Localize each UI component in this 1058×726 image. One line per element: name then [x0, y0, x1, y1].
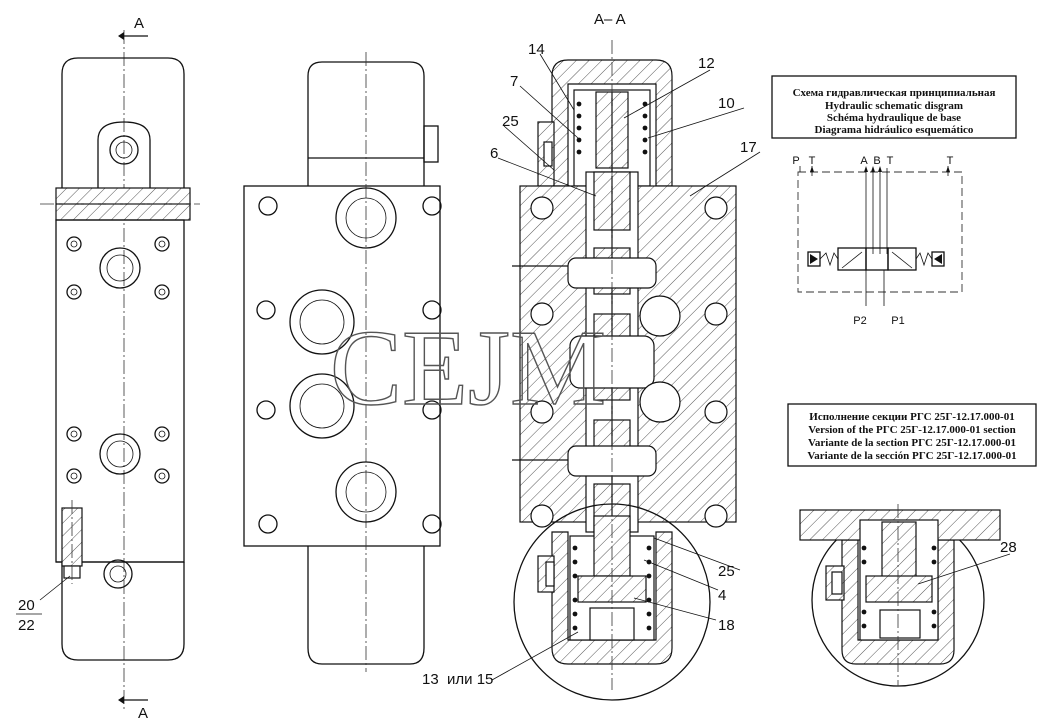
- callout-12: 12: [698, 55, 715, 72]
- callout-6: 6: [490, 145, 498, 162]
- section-mark-top: A: [134, 15, 144, 32]
- port-p-top: P: [792, 155, 799, 167]
- hydraulic-schematic: Схема гидравлическая принципиальная Hydr…: [771, 75, 1017, 327]
- port-p2: P2: [853, 315, 866, 327]
- version-line-3: Variante de la section РГС 25Г-12.17.000…: [808, 437, 1016, 449]
- side-view: [40, 30, 200, 712]
- section-view: [512, 40, 737, 701]
- schematic-title-box: [771, 75, 1017, 139]
- version-note: Исполнение секции РГС 25Г-12.17.000-01 V…: [787, 403, 1037, 467]
- callout-25-top: 25: [502, 113, 519, 130]
- port-t-right: T: [947, 155, 954, 167]
- version-line-2: Version of the РГС 25Г-12.17.000-01 sect…: [808, 424, 1015, 436]
- callout-28: 28: [1000, 539, 1017, 556]
- port-a: A: [860, 155, 868, 167]
- spring-coils-detail: [861, 545, 937, 629]
- callout-17: 17: [740, 139, 757, 156]
- callout-14: 14: [528, 41, 545, 58]
- port-p1: P1: [891, 315, 904, 327]
- front-view: [243, 52, 442, 672]
- spring-coils-top: [576, 101, 648, 155]
- leaders: [39, 53, 1011, 681]
- version-box: [787, 403, 1037, 467]
- callout-7: 7: [510, 73, 518, 90]
- port-t-mid: T: [887, 155, 894, 167]
- callout-22: 22: [18, 617, 35, 634]
- section-title: A– A: [594, 11, 626, 28]
- detail-view: [799, 504, 1001, 687]
- section-marks: A A A– A: [134, 11, 626, 722]
- section-mark-bottom: A: [138, 705, 148, 722]
- schematic-title-line-3: Schéma hydraulique de base: [827, 112, 961, 124]
- callout-4: 4: [718, 587, 726, 604]
- callout-20: 20: [18, 597, 35, 614]
- version-line-4: Variante de la sección РГС 25Г-12.17.000…: [807, 450, 1016, 462]
- spring-coils-bottom: [572, 545, 652, 631]
- port-b: B: [873, 155, 880, 167]
- callout-labels: 14 12 7 10 25 6 17 25 4 18 13 или 15 20 …: [16, 41, 1017, 688]
- callout-10: 10: [718, 95, 735, 112]
- callout-18: 18: [718, 617, 735, 634]
- schematic-title-line-2: Hydraulic schematic disgram: [825, 100, 963, 112]
- callout-25-bottom: 25: [718, 563, 735, 580]
- callout-13-or-15: 13 или 15: [422, 671, 493, 688]
- port-t-top-left: T: [809, 155, 816, 167]
- schematic-title-line-4: Diagrama hidráulico esquemático: [815, 124, 974, 136]
- schematic-title-line-1: Схема гидравлическая принципиальная: [793, 87, 996, 99]
- watermark: CEJM: [330, 309, 606, 428]
- version-line-1: Исполнение секции РГС 25Г-12.17.000-01: [809, 411, 1014, 423]
